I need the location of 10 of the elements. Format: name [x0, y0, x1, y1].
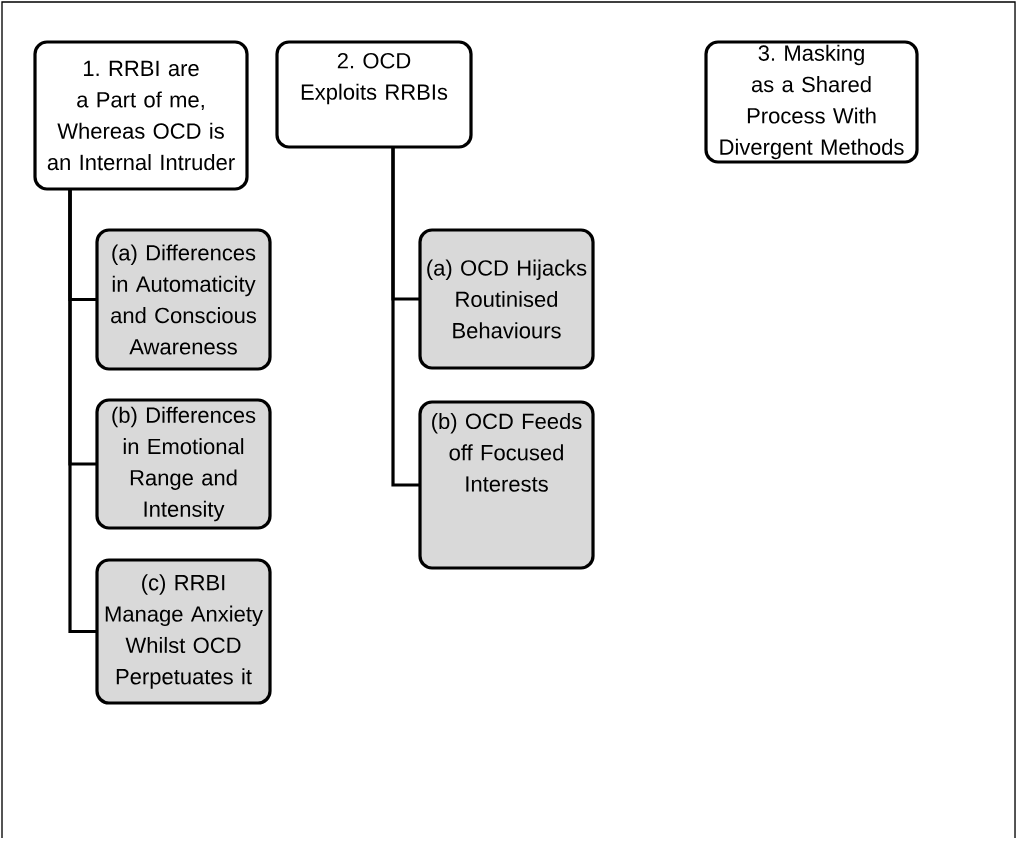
theme-box: 1. RRBI are a Part of me, Whereas OCD is an Internal Intruder [33, 40, 249, 191]
subtheme-box: (b) Differences in Emotional Range and Intensity [95, 398, 272, 530]
subtheme-box: (a) Differences in Automaticity and Conscious Awareness [95, 228, 272, 371]
connector-line [68, 189, 97, 634]
theme-box: 2. OCD Exploits RRBIs [275, 40, 473, 149]
subtheme-box: (c) RRBI Manage Anxiety Whilst OCD Perpetuates it [95, 558, 272, 705]
theme-box: 3. Masking as a Shared Process With Divergent Methods [704, 40, 919, 164]
subtheme-box: (a) OCD Hijacks Routinised Behaviours [418, 228, 595, 370]
connector-line [391, 147, 420, 487]
subtheme-box: (b) OCD Feeds off Focused Interests [418, 400, 595, 570]
